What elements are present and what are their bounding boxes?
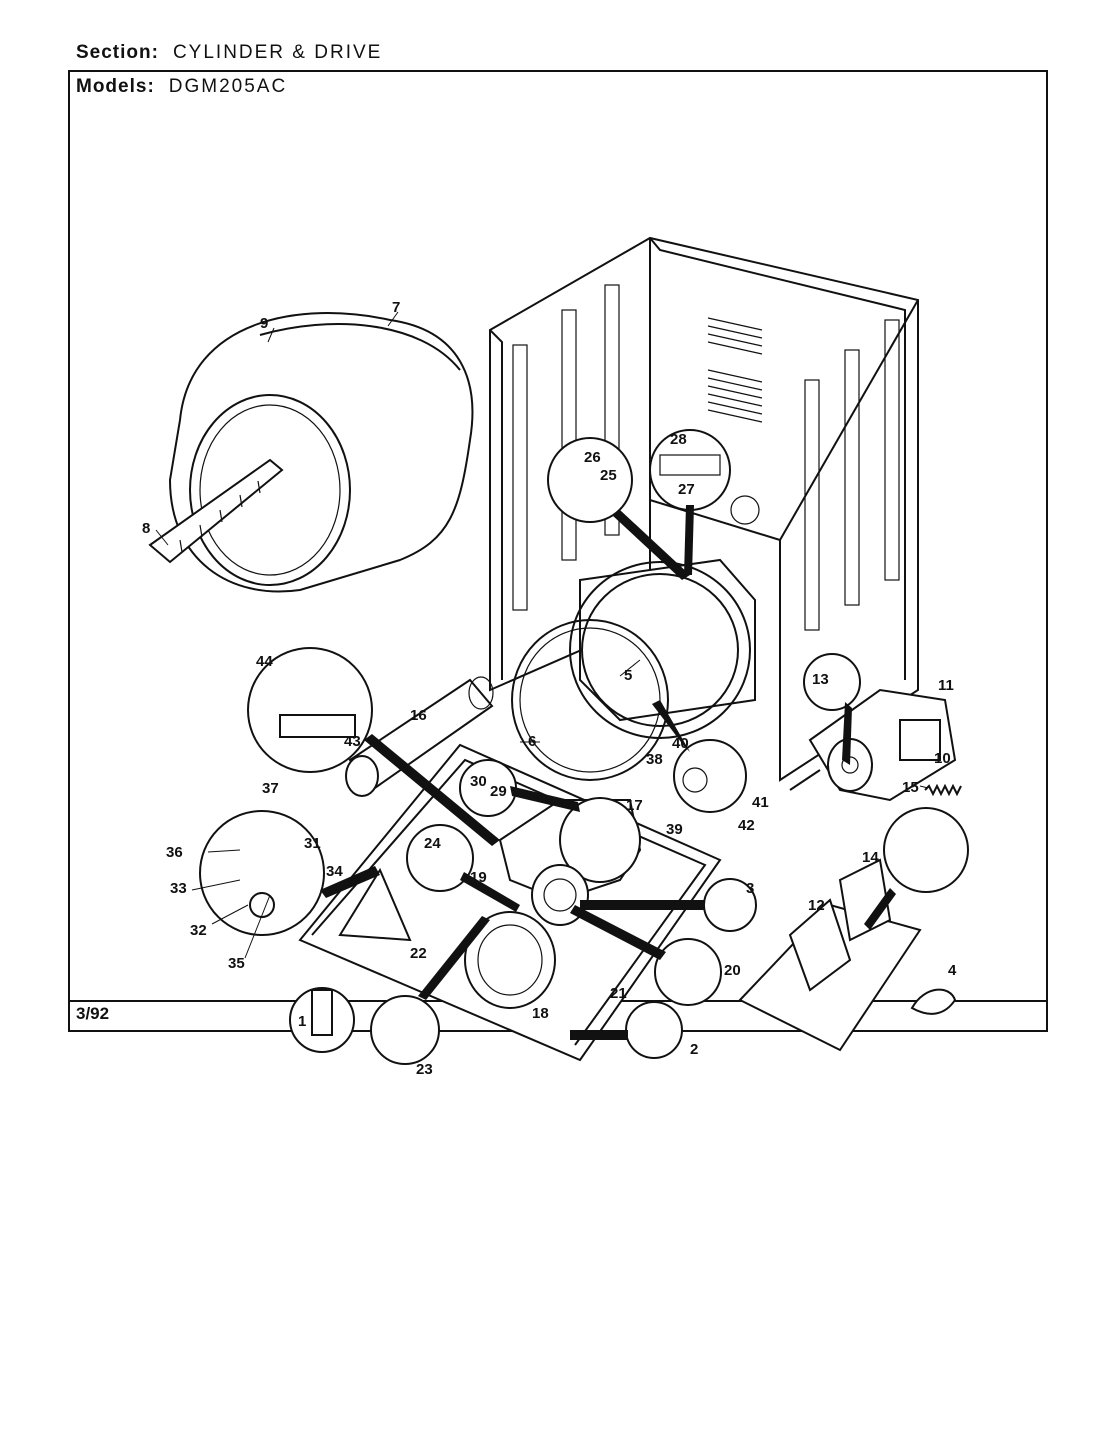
- callout-4: 4: [948, 962, 957, 979]
- detail-circle-14: [883, 807, 969, 893]
- callout-41: 41: [752, 794, 769, 811]
- callout-38: 38: [646, 751, 663, 768]
- callout-1: 1: [298, 1013, 306, 1030]
- callout-35: 35: [228, 955, 245, 972]
- callout-12: 12: [808, 897, 825, 914]
- callout-33: 33: [170, 880, 187, 897]
- blower-housing-drawing: [498, 797, 642, 926]
- callout-32: 32: [190, 922, 207, 939]
- detail-circle-20: [654, 938, 722, 1006]
- callout-18: 18: [532, 1005, 549, 1022]
- detail-circles: [199, 429, 969, 1065]
- callout-17: 17: [626, 797, 643, 814]
- callout-24: 24: [424, 835, 441, 852]
- callout-21: 21: [610, 985, 627, 1002]
- callout-labels: 1 2 3 4 5 6 7 8 9 10 11 12 13 14 15 16 1…: [142, 299, 957, 1078]
- callout-10: 10: [934, 750, 951, 767]
- callout-23: 23: [416, 1061, 433, 1078]
- callout-39: 39: [666, 821, 683, 838]
- models-label: Models:: [76, 76, 155, 97]
- callout-31: 31: [304, 835, 321, 852]
- callout-6: 6: [528, 733, 536, 750]
- callout-8: 8: [142, 520, 150, 537]
- detail-circle-43-44: [247, 647, 373, 773]
- callout-5: 5: [624, 667, 632, 684]
- callout-20: 20: [724, 962, 741, 979]
- callout-14: 14: [862, 849, 879, 866]
- callout-13: 13: [812, 671, 829, 688]
- detail-circle-13: [803, 653, 861, 711]
- detail-circle-2: [625, 1001, 683, 1059]
- callout-42: 42: [738, 817, 755, 834]
- callout-40: 40: [672, 735, 689, 752]
- callout-34: 34: [326, 863, 343, 880]
- callout-leaders: [155, 311, 929, 959]
- detail-circle-29-30: [459, 759, 517, 817]
- callout-19: 19: [470, 869, 487, 886]
- callout-37: 37: [262, 780, 279, 797]
- callout-15: 15: [902, 779, 919, 796]
- callout-26: 26: [584, 449, 601, 466]
- callout-22: 22: [410, 945, 427, 962]
- callout-43: 43: [344, 733, 361, 750]
- section-header: Section: CYLINDER & DRIVE: [76, 42, 382, 64]
- callout-2: 2: [690, 1041, 698, 1058]
- callout-30: 30: [470, 773, 487, 790]
- callout-36: 36: [166, 844, 183, 861]
- detail-circle-31-37: [199, 810, 325, 936]
- part-15-spring: [924, 783, 962, 797]
- revision-date: 3/92: [76, 1004, 110, 1023]
- callout-11: 11: [938, 677, 954, 694]
- detail-circle-25-26: [547, 437, 633, 523]
- callout-28: 28: [670, 431, 687, 448]
- callout-25: 25: [600, 467, 617, 484]
- callout-16: 16: [410, 707, 427, 724]
- detail-circle-24: [406, 824, 474, 892]
- callout-3: 3: [746, 880, 754, 897]
- callout-7: 7: [392, 299, 400, 316]
- leader-wedges: [320, 505, 896, 1040]
- part-4-clip: [910, 988, 957, 1015]
- section-label: Section:: [76, 42, 159, 63]
- detail-circle-27-28: [649, 429, 731, 511]
- cabinet-drawing: [489, 236, 919, 782]
- callout-9: 9: [260, 315, 268, 332]
- section-title: CYLINDER & DRIVE: [172, 42, 383, 63]
- callout-29: 29: [490, 783, 507, 800]
- model-number: DGM205AC: [168, 76, 288, 97]
- models-header: Models: DGM205AC: [76, 76, 287, 98]
- detail-circle-38-42: [673, 739, 747, 813]
- callout-44: 44: [256, 653, 273, 670]
- callout-27: 27: [678, 481, 695, 498]
- motor-mount-drawing: [738, 858, 922, 1052]
- drum-drawing: [148, 312, 474, 593]
- bulkhead-drawing: [511, 558, 756, 781]
- exhaust-duct-drawing: [345, 676, 494, 797]
- detail-circle-23: [370, 995, 440, 1065]
